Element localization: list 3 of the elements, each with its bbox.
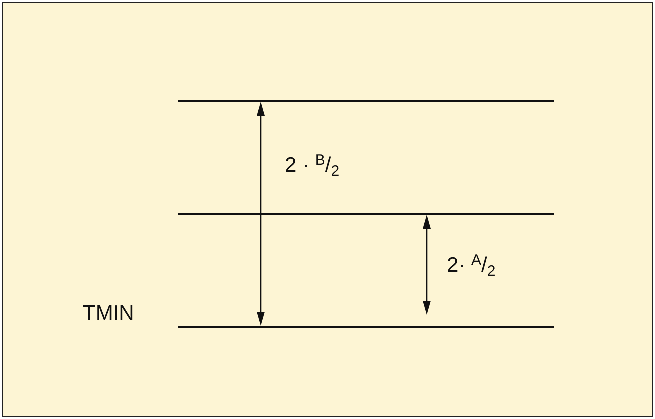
dimension-label: 2· $^{A}$/$_{2}$ (447, 253, 496, 279)
dimension-label: 2 · $^{B}$/$_{2}$ (285, 153, 340, 179)
dimension-label: TMIN (83, 303, 134, 324)
